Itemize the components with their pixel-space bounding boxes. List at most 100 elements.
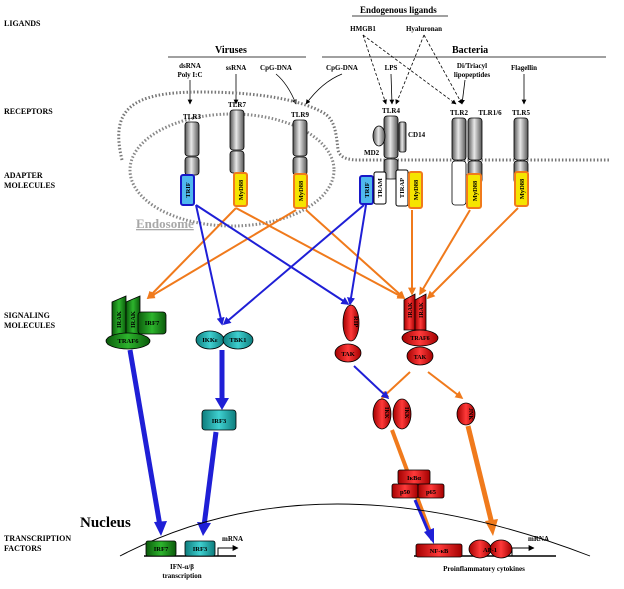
svg-text:MyD88: MyD88 bbox=[238, 179, 245, 200]
endogenous-header: Endogenous ligands bbox=[360, 5, 437, 15]
adapters: TRIF MyD88 MyD88 TRIF TRAM TIRAP MyD88 bbox=[180, 169, 529, 209]
irak-traf6-irf7-complex: IRAK IRAK IRF7 TRAF6 bbox=[105, 295, 167, 350]
ligand-arrows bbox=[187, 73, 527, 105]
receptor-tlr7: TLR7 bbox=[228, 101, 246, 174]
adapter-myd88-tlr5: MyD88 bbox=[514, 171, 529, 207]
svg-text:MyD88: MyD88 bbox=[472, 180, 479, 201]
ligand-names: dsRNA Poly I:C ssRNA CpG-DNA CpG-DNA LPS… bbox=[177, 25, 537, 79]
ligand-hyaluronan: Hyaluronan bbox=[406, 25, 442, 33]
svg-text:IRAK: IRAK bbox=[408, 302, 414, 318]
traf6-protein bbox=[105, 332, 151, 350]
endosome-label: Endosome bbox=[136, 216, 194, 231]
irak-traf6-tak-complex: IRAK IRAK TRAF6 TAK bbox=[401, 293, 439, 366]
transcription-irf: IRF7 IRF3 mRNA IFN-α/β transcription bbox=[144, 535, 243, 580]
rip-tak-complex: RIP TAK bbox=[334, 304, 362, 363]
svg-text:TLR2: TLR2 bbox=[450, 109, 468, 117]
ligand-hmgb1: HMGB1 bbox=[350, 25, 376, 33]
svg-text:IKK: IKK bbox=[383, 407, 389, 419]
adapter-label-2: MOLECULES bbox=[4, 181, 56, 190]
adapter-myd88-tlr4: MyD88 bbox=[408, 171, 423, 209]
ligand-cpg-bact: CpG-DNA bbox=[326, 64, 358, 72]
svg-text:IKK: IKK bbox=[403, 407, 409, 419]
jnk-protein: JNK bbox=[456, 402, 476, 426]
md2-protein bbox=[372, 125, 386, 147]
plasma-membrane bbox=[117, 90, 610, 162]
receptor-tlr4: TLR4 MD2 CD14 bbox=[364, 107, 426, 180]
svg-text:RIP: RIP bbox=[352, 316, 359, 327]
trif-pathway-arrows bbox=[195, 204, 390, 400]
svg-text:NF-κB: NF-κB bbox=[430, 548, 449, 555]
svg-text:TLR5: TLR5 bbox=[512, 109, 530, 117]
svg-text:IRAK: IRAK bbox=[130, 311, 137, 328]
irf7-tf bbox=[145, 540, 177, 557]
ligand-polyic: Poly I:C bbox=[177, 71, 202, 79]
svg-text:TRAF6: TRAF6 bbox=[118, 338, 140, 345]
receptors-label: RECEPTORS bbox=[4, 107, 53, 116]
svg-text:MyD88: MyD88 bbox=[298, 180, 305, 201]
svg-text:TRAM: TRAM bbox=[377, 178, 384, 198]
svg-text:mRNA: mRNA bbox=[222, 535, 243, 543]
adapter-tirap: TIRAP bbox=[395, 169, 409, 207]
svg-text:IKKε: IKKε bbox=[202, 337, 218, 344]
svg-text:TLR1/6: TLR1/6 bbox=[478, 109, 502, 117]
svg-text:IRF3: IRF3 bbox=[193, 546, 208, 553]
svg-text:TRAF6: TRAF6 bbox=[410, 336, 429, 342]
ligand-lipopeptides-2: lipopeptides bbox=[454, 71, 490, 79]
svg-text:p65: p65 bbox=[426, 489, 437, 496]
ligand-flagellin: Flagellin bbox=[511, 64, 537, 72]
transcription-nfkb-ap1: NF-κB AP-1 mRNA Proinflammatory cytokine… bbox=[414, 535, 556, 573]
svg-text:CD14: CD14 bbox=[408, 131, 426, 139]
thick-arrows bbox=[127, 349, 498, 544]
svg-text:IRAK: IRAK bbox=[116, 311, 123, 328]
irf3-cytoplasm: IRF3 bbox=[201, 409, 237, 431]
adapter-label-1: ADAPTER bbox=[4, 171, 43, 180]
svg-text:mRNA: mRNA bbox=[528, 535, 549, 543]
svg-text:MyD88: MyD88 bbox=[519, 178, 526, 199]
svg-text:MD2: MD2 bbox=[364, 149, 380, 157]
ligand-dsrna: dsRNA bbox=[179, 62, 201, 70]
svg-text:TLR4: TLR4 bbox=[382, 107, 400, 115]
adapter-myd88-tlr9: MyD88 bbox=[293, 173, 308, 209]
receptor-tlr16: TLR1/6 bbox=[467, 109, 502, 184]
svg-text:TLR3: TLR3 bbox=[183, 113, 201, 121]
adapter-trif-tlr3: TRIF bbox=[180, 174, 195, 206]
nucleus-label: Nucleus bbox=[80, 515, 131, 531]
ligand-cpg-virus: CpG-DNA bbox=[260, 64, 292, 72]
receptor-tlr9: TLR9 bbox=[291, 111, 309, 176]
svg-text:TRIF: TRIF bbox=[185, 182, 192, 198]
svg-text:IκBα: IκBα bbox=[407, 475, 421, 482]
svg-text:TIRAP: TIRAP bbox=[399, 178, 406, 198]
myd88-pathway-arrows bbox=[146, 207, 519, 400]
endogenous-arrows bbox=[362, 34, 463, 105]
adapter-myd88-tlr7: MyD88 bbox=[233, 172, 248, 207]
svg-text:transcription: transcription bbox=[162, 572, 201, 580]
tf-label-1: TRANSCRIPTION bbox=[4, 534, 71, 543]
cd14-protein bbox=[398, 121, 407, 153]
svg-text:IRF3: IRF3 bbox=[212, 418, 227, 425]
svg-text:IRF7: IRF7 bbox=[145, 320, 160, 327]
svg-text:TLR9: TLR9 bbox=[291, 111, 309, 119]
adapter-tram: TRAM bbox=[373, 171, 387, 205]
svg-text:MyD88: MyD88 bbox=[413, 179, 420, 200]
svg-text:TAK: TAK bbox=[341, 351, 355, 358]
svg-text:JNK: JNK bbox=[467, 408, 473, 420]
svg-text:TAK: TAK bbox=[414, 355, 427, 361]
irf3-tf bbox=[184, 540, 216, 557]
adapter-myd88-tlr2: MyD88 bbox=[466, 173, 482, 209]
viruses-header: Viruses bbox=[215, 45, 247, 56]
irf7-protein bbox=[137, 311, 167, 335]
ligand-lps: LPS bbox=[385, 64, 398, 72]
receptor-tlr3: TLR3 bbox=[183, 113, 201, 176]
bacteria-header: Bacteria bbox=[452, 45, 488, 56]
svg-text:IRAK: IRAK bbox=[419, 302, 425, 318]
ligand-ssrna: ssRNA bbox=[226, 64, 247, 72]
ikba-nfkb-complex: IκBα p50 p65 bbox=[391, 469, 445, 499]
ikk-complex: IKK IKK bbox=[372, 398, 412, 430]
ikke-tbk1-complex: IKKε TBK1 bbox=[195, 330, 254, 350]
svg-text:Proinflammatory cytokines: Proinflammatory cytokines bbox=[443, 565, 525, 573]
endosome-membrane bbox=[128, 112, 336, 228]
row-labels: LIGANDS RECEPTORS ADAPTER MOLECULES SIGN… bbox=[4, 19, 71, 553]
nfkb-tf bbox=[415, 543, 463, 558]
ligand-lipopeptides-1: Di/Triacyl bbox=[457, 62, 487, 70]
